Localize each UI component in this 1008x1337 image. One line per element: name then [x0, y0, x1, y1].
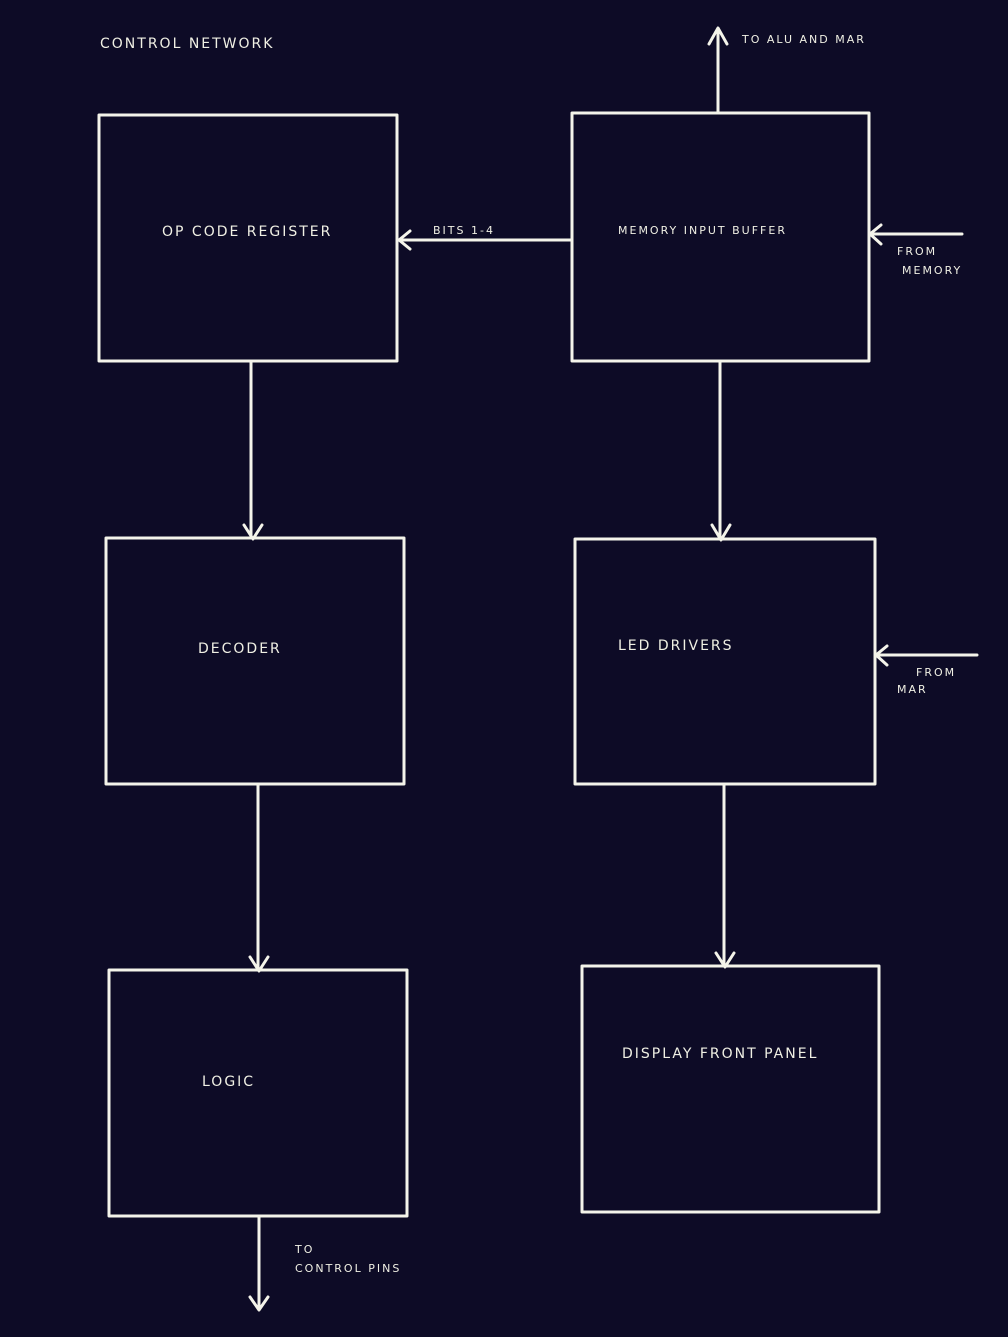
decoder-block	[104, 536, 406, 786]
led-drivers-block	[573, 537, 877, 786]
bits-label: BITS 1-4	[433, 224, 495, 237]
arrow-to-alu	[707, 26, 729, 115]
memory-input-buffer-label: MEMORY INPUT BUFFER	[618, 224, 787, 237]
arrow-from-mar	[874, 644, 979, 667]
opcode-register-label: OP CODE REGISTER	[162, 224, 332, 240]
arrow-bits	[397, 229, 574, 251]
arrow-decoder-to-logic	[248, 782, 270, 973]
arrow-from-memory	[868, 223, 964, 246]
to-pins-label-2: CONTROL PINS	[295, 1262, 401, 1275]
led-drivers-label: LED DRIVERS	[618, 638, 734, 654]
to-pins-label-1: TO	[294, 1243, 314, 1256]
display-front-panel-block	[580, 964, 881, 1214]
arrow-led-to-display	[714, 782, 736, 969]
decoder-label: DECODER	[198, 641, 282, 657]
display-front-panel-label: DISPLAY FRONT PANEL	[622, 1046, 818, 1062]
arrow-opcode-to-decoder	[242, 359, 264, 541]
arrow-mib-to-led	[710, 359, 732, 542]
logic-label: LOGIC	[202, 1074, 255, 1090]
from-memory-label-2: MEMORY	[902, 264, 962, 277]
from-mar-label-1: FROM	[916, 666, 956, 679]
memory-input-buffer-block	[570, 111, 871, 363]
from-mar-label-2: MAR	[897, 683, 928, 696]
arrow-logic-to-pins	[248, 1214, 270, 1312]
diagram-title: CONTROL NETWORK	[100, 36, 274, 52]
to-alu-label: TO ALU AND MAR	[741, 33, 866, 46]
from-memory-label-1: FROM	[897, 245, 937, 258]
logic-block	[107, 968, 409, 1218]
opcode-register-block	[97, 113, 399, 363]
